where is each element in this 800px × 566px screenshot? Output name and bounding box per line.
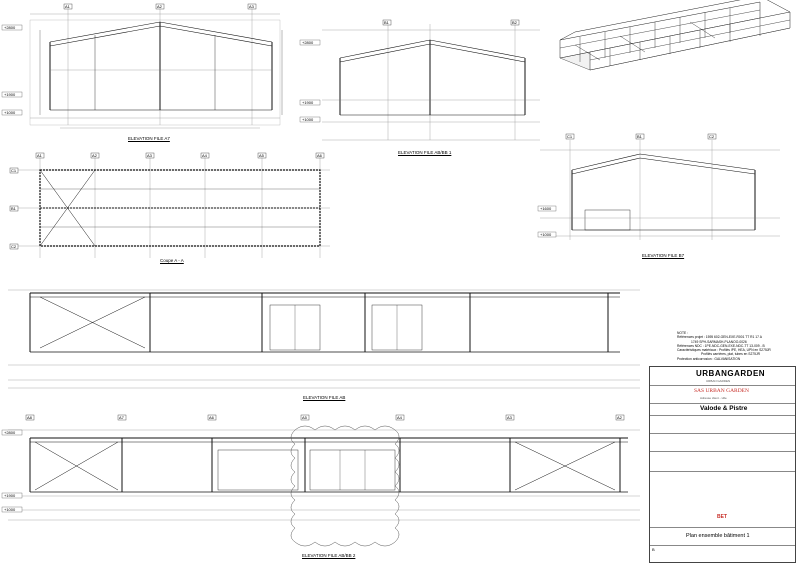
grid-label: C1 <box>11 168 17 173</box>
grid-label: A5 <box>259 153 264 158</box>
grid-label: A6 <box>317 153 322 158</box>
grid-label: B1 <box>637 134 642 139</box>
level-markers <box>1 24 557 513</box>
coupe-aa-plan <box>18 158 330 258</box>
notes-line: Références projet : 1595 602-GEN-EXE-R00… <box>677 335 762 340</box>
level-label: +2800 <box>4 430 16 435</box>
grid-bubbles-ab2 <box>25 414 625 421</box>
grid-label: B2 <box>512 20 517 25</box>
notes-line: Caractéristiques matériaux : Profilés IP… <box>677 348 771 353</box>
elevation-a7 <box>29 8 283 129</box>
grid-label: A4 <box>397 415 402 420</box>
grid-bubbles-ab1 <box>382 19 520 26</box>
grid-label: A3 <box>249 4 254 9</box>
brand-logo: URBANGARDEN <box>696 369 766 378</box>
revision-cloud <box>290 425 400 547</box>
level-label: +2800 <box>302 40 314 45</box>
notes-line: Références NDC : 1PE-NDC-GEN-EXE-NDC-TT … <box>677 343 765 348</box>
level-label: +1900 <box>302 100 314 105</box>
revision-index: B <box>652 547 655 552</box>
level-label: +1000 <box>4 507 16 512</box>
view-title: ELEVATION FILE B7 <box>642 253 685 258</box>
elevation-ab2 <box>8 429 640 521</box>
level-label: +1900 <box>4 92 16 97</box>
client-name: SAS URBAN GARDEN <box>694 388 750 394</box>
grid-bubbles-b7 <box>565 133 717 140</box>
grid-label: A3 <box>507 415 512 420</box>
view-title: ELEVATION FILE AB <box>303 395 346 400</box>
view-title: Coupe A - A <box>160 258 184 263</box>
grid-label: C2 <box>709 134 715 139</box>
grid-label: A2 <box>157 4 162 9</box>
grid-label: A1 <box>65 4 70 9</box>
elevation-b7 <box>540 140 780 240</box>
level-label: +1600 <box>540 206 552 211</box>
grid-label: A5 <box>302 415 307 420</box>
notes-header: NOTE : <box>677 331 688 335</box>
stamp-label: BET <box>717 514 727 520</box>
notes-line: Profilés carrières, plat, tubes en S275J… <box>701 352 761 357</box>
level-label: +2800 <box>4 25 16 30</box>
grid-label: A2 <box>617 415 622 420</box>
title-block <box>649 366 796 563</box>
grid-label: A8 <box>27 415 32 420</box>
notes-line: Protection anticorrosion : GALVANISATION <box>677 356 741 361</box>
architect-name: Valode & Pistre <box>700 405 748 412</box>
brand-subtitle: URBAN GARDEN <box>706 379 731 383</box>
grid-label: B1 <box>384 20 389 25</box>
level-label: +1900 <box>4 493 16 498</box>
grid-label: A6 <box>209 415 214 420</box>
grid-label: A7 <box>119 415 124 420</box>
view-title: ELEVATION FILE A7 <box>128 136 170 141</box>
general-notes: NOTE : Références projet : 1595 602-GEN-… <box>677 331 797 361</box>
grid-label: A4 <box>202 153 207 158</box>
level-label: +1000 <box>540 232 552 237</box>
grid-label: A1 <box>37 153 42 158</box>
isometric-3d-view <box>559 0 791 71</box>
level-label: +1000 <box>4 110 16 115</box>
view-title: ELEVATION FILE AB/BB 2 <box>302 553 356 558</box>
grid-bubbles-coupe <box>9 152 325 250</box>
grid-label: B1 <box>11 206 16 211</box>
elevation-ab1 <box>322 24 540 141</box>
grid-label: C2 <box>11 244 17 249</box>
level-label: +1000 <box>302 117 314 122</box>
grid-bubbles-a7 <box>63 3 257 10</box>
elevation-ab <box>8 289 640 389</box>
notes-line: 1749 SPH-SARMASH-PLANOO-0026 <box>691 339 747 344</box>
grid-label: C1 <box>567 134 573 139</box>
grid-label: A2 <box>92 153 97 158</box>
drawing-title: Plan ensemble bâtiment 1 <box>686 533 750 539</box>
view-title: ELEVATION FILE AB/BB 1 <box>398 150 452 155</box>
client-address: Adresse client - ville <box>700 396 727 400</box>
grid-label: A3 <box>147 153 152 158</box>
